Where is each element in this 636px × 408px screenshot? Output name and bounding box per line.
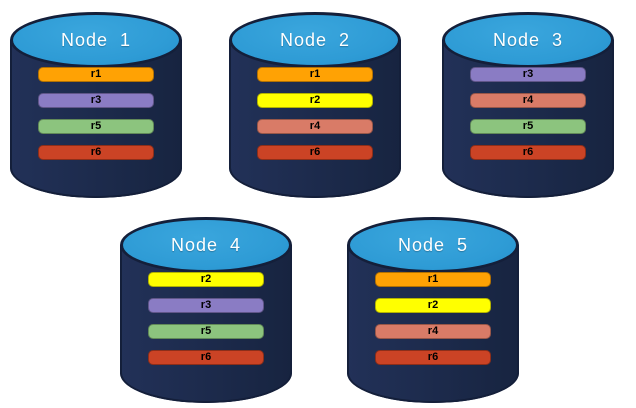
node-title: Node 4 (170, 234, 242, 255)
replica-bar-r6: r6 (257, 145, 373, 160)
node-cylinder: Node 1 r1 r3 r5 r6 (10, 12, 182, 198)
replica-bar-list: r3 r4 r5 r6 (442, 67, 614, 160)
replica-bar-r6: r6 (148, 350, 264, 365)
replica-bar-r6: r6 (38, 145, 154, 160)
replica-bar-list: r1 r3 r5 r6 (10, 67, 182, 160)
cylinder-top-ellipse: Node 4 (120, 217, 292, 273)
replica-bar-r4: r4 (470, 93, 586, 108)
node-title: Node 1 (60, 29, 132, 50)
replica-bar-r1: r1 (375, 272, 491, 287)
replica-bar-r2: r2 (148, 272, 264, 287)
replica-bar-r1: r1 (257, 67, 373, 82)
replica-bar-r3: r3 (38, 93, 154, 108)
node-cylinder: Node 2 r1 r2 r4 r6 (229, 12, 401, 198)
node-title: Node 3 (492, 29, 564, 50)
replica-bar-r3: r3 (470, 67, 586, 82)
replica-bar-r6: r6 (470, 145, 586, 160)
node-cylinder: Node 5 r1 r2 r4 r6 (347, 217, 519, 403)
replica-bar-r4: r4 (257, 119, 373, 134)
replica-bar-r5: r5 (38, 119, 154, 134)
replica-bar-r5: r5 (470, 119, 586, 134)
replica-bar-r5: r5 (148, 324, 264, 339)
replica-bar-r2: r2 (257, 93, 373, 108)
replica-bar-list: r1 r2 r4 r6 (347, 272, 519, 365)
cylinder-top-ellipse: Node 2 (229, 12, 401, 68)
replica-bar-list: r1 r2 r4 r6 (229, 67, 401, 160)
node-cylinder: Node 4 r2 r3 r5 r6 (120, 217, 292, 403)
replica-bar-r2: r2 (375, 298, 491, 313)
cylinder-top-ellipse: Node 3 (442, 12, 614, 68)
replica-bar-r3: r3 (148, 298, 264, 313)
replica-bar-r1: r1 (38, 67, 154, 82)
replica-bar-r6: r6 (375, 350, 491, 365)
replica-bar-list: r2 r3 r5 r6 (120, 272, 292, 365)
cylinder-top-ellipse: Node 1 (10, 12, 182, 68)
cylinder-top-ellipse: Node 5 (347, 217, 519, 273)
node-cylinder: Node 3 r3 r4 r5 r6 (442, 12, 614, 198)
node-title: Node 2 (279, 29, 351, 50)
node-title: Node 5 (397, 234, 469, 255)
replica-bar-r4: r4 (375, 324, 491, 339)
